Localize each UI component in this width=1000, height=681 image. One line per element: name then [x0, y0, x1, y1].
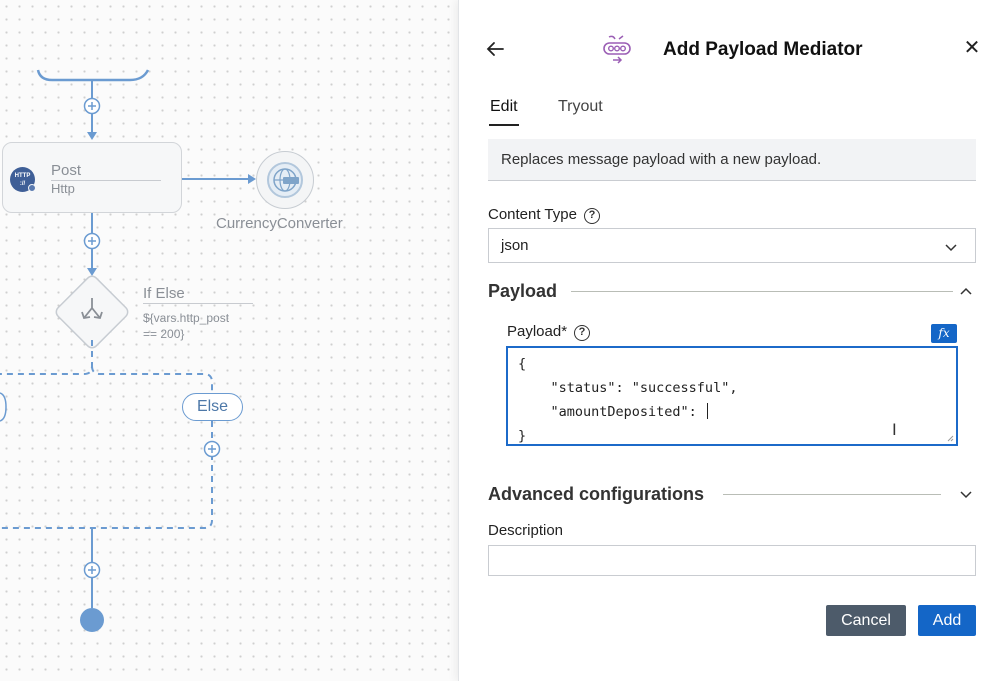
tab-edit[interactable]: Edit — [490, 98, 518, 115]
http-icon: HTTP :// — [10, 167, 36, 192]
mediator-description-text: Replaces message payload with a new payl… — [501, 151, 822, 168]
back-arrow-icon[interactable] — [483, 37, 507, 61]
section-divider — [723, 494, 941, 495]
sequence-end-bracket — [36, 69, 150, 82]
if-else-title: If Else — [143, 285, 253, 304]
arrow-head — [248, 174, 256, 184]
active-tab-indicator — [489, 124, 519, 126]
node-subtitle: Http — [51, 181, 75, 196]
arrow-head — [87, 132, 97, 140]
chevron-up-icon[interactable] — [959, 284, 973, 298]
panel-title: Add Payload Mediator — [663, 39, 863, 60]
add-button[interactable]: Add — [918, 605, 976, 636]
flow-connectors — [0, 69, 256, 632]
mediator-description-banner: Replaces message payload with a new payl… — [488, 139, 976, 181]
node-title: Post — [51, 162, 161, 181]
help-icon[interactable]: ? — [583, 208, 600, 224]
then-branch-line — [0, 340, 93, 375]
payload-mediator-icon — [603, 34, 631, 64]
editor-line: "status": "successful", — [518, 380, 738, 396]
http-post-node[interactable]: HTTP :// Post Http — [2, 142, 182, 213]
text-caret — [706, 403, 708, 419]
tab-tryout[interactable]: Tryout — [558, 98, 603, 115]
description-label: Description — [488, 522, 564, 539]
cancel-button[interactable]: Cancel — [826, 605, 906, 636]
else-branch-return-line — [0, 421, 213, 529]
section-divider — [571, 291, 953, 292]
content-type-value: json — [501, 237, 529, 254]
content-type-select[interactable]: json — [488, 228, 976, 263]
chevron-down-icon[interactable] — [959, 487, 973, 501]
editor-line: } — [518, 428, 527, 444]
branch-icon — [81, 298, 103, 320]
add-mediator-plus-icon[interactable] — [83, 97, 101, 115]
mediator-side-panel: Add Payload Mediator ✕ Edit Tryout Repla… — [458, 0, 1000, 681]
payload-section-title: Payload — [488, 281, 558, 301]
editor-line: "amountDeposited": — [518, 400, 956, 424]
globe-icon — [267, 162, 303, 198]
else-branch-label[interactable]: Else — [182, 393, 243, 421]
payload-label: Payload*? — [507, 323, 591, 341]
add-mediator-plus-icon[interactable] — [83, 232, 101, 250]
payload-editor[interactable]: { "status": "successful", "amountDeposit… — [506, 346, 958, 446]
flow-canvas[interactable]: HTTP :// Post Http CurrencyConverter If … — [0, 0, 458, 681]
resize-handle-icon[interactable] — [946, 434, 954, 442]
then-branch-pill — [0, 392, 7, 422]
content-type-label: Content Type? — [488, 206, 600, 224]
help-icon[interactable]: ? — [574, 325, 591, 341]
add-mediator-plus-icon[interactable] — [203, 440, 221, 458]
close-icon[interactable]: ✕ — [963, 37, 981, 59]
arrow-head — [87, 268, 97, 276]
editor-line: { — [518, 356, 527, 372]
description-input[interactable] — [488, 545, 976, 576]
advanced-section-title: Advanced configurations — [488, 484, 705, 504]
endpoint-node[interactable] — [256, 151, 314, 209]
chevron-down-icon — [945, 244, 957, 252]
add-mediator-plus-icon[interactable] — [83, 561, 101, 579]
if-else-node[interactable] — [54, 274, 130, 350]
endpoint-label: CurrencyConverter — [216, 215, 343, 232]
end-node — [80, 608, 104, 632]
else-branch-line — [91, 365, 213, 393]
expression-fx-button[interactable]: fx — [931, 324, 957, 343]
if-else-condition: ${vars.http_post == 200} — [143, 311, 230, 341]
ibeam-cursor-icon: I — [892, 420, 897, 439]
